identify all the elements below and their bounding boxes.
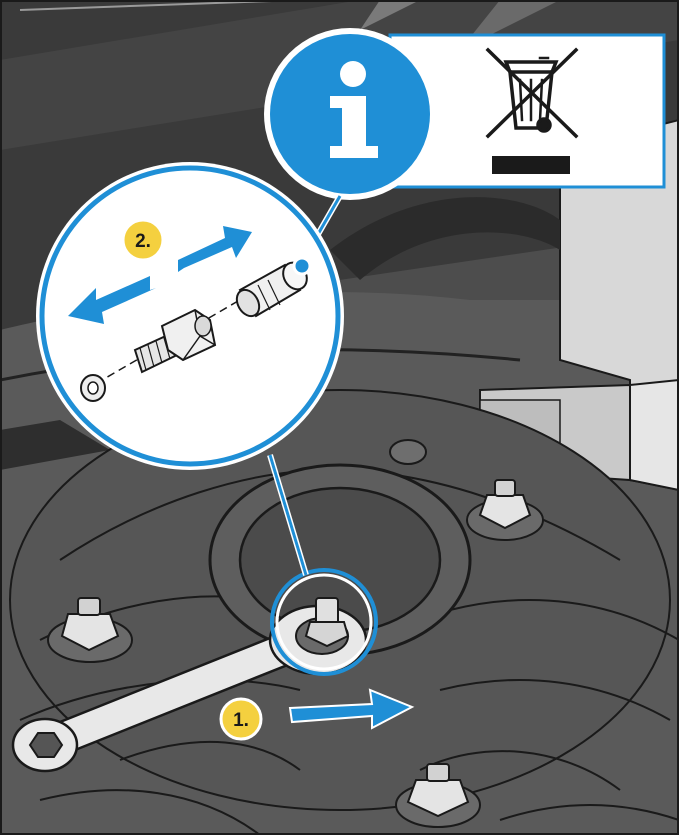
step-1-label: 1.: [233, 710, 249, 731]
disposal-bar: [492, 156, 570, 174]
step-1-badge: 1.: [221, 699, 261, 739]
info-badge: [264, 28, 436, 200]
zoom-detail-circle: 2.: [36, 162, 344, 470]
step-2-label: 2.: [135, 231, 151, 252]
step-2-badge: 2.: [123, 220, 163, 260]
sealing-washer: [81, 375, 105, 401]
